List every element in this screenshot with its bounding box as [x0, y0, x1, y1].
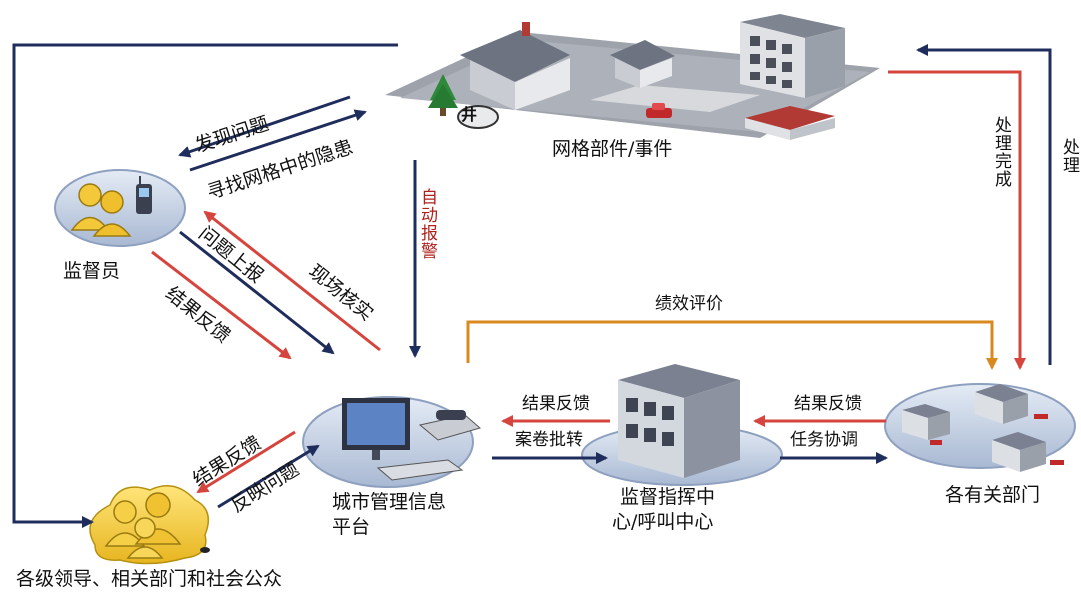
- people-icon: [104, 492, 182, 559]
- arrows: [12, 43, 1052, 528]
- arrow-verify: [203, 210, 381, 352]
- mobile-phone-icon: [136, 176, 152, 214]
- arrow-grid-to-public: [12, 43, 398, 528]
- public-label: 各级领导、相关部门和社会公众: [16, 568, 283, 590]
- manhole-mark: 井: [461, 105, 478, 124]
- platform-node: [302, 396, 482, 488]
- label-auto-alarm: 自动报警: [417, 188, 437, 260]
- supervisor-node: [54, 169, 186, 247]
- label-performance: 绩效评价: [655, 294, 723, 314]
- house-icon: [610, 40, 675, 88]
- grid-label: 网格部件/事件: [552, 138, 673, 160]
- arrow-performance: [466, 320, 998, 370]
- label-feedback-platform: 结果反馈: [522, 394, 590, 414]
- manhole-icon: [457, 105, 499, 129]
- departments-node: [884, 383, 1076, 472]
- arrow-feedback-supervisor: [151, 250, 292, 360]
- arrow-report: [179, 230, 335, 355]
- label-handle: 处理: [1059, 138, 1079, 174]
- telephone-icon: [418, 410, 482, 441]
- computer-icon: [342, 398, 464, 481]
- command-center-node: [581, 364, 783, 486]
- arrow-reflect: [217, 444, 320, 509]
- arrow-handle: [916, 44, 1052, 365]
- command-label-line1: 监督指挥中: [620, 486, 716, 508]
- label-done: 处理完成: [991, 116, 1011, 188]
- people-icon: [70, 183, 132, 237]
- office-building-icon: [618, 364, 740, 478]
- office-building-icon: [745, 106, 835, 140]
- label-coordinate: 任务协调: [790, 430, 858, 450]
- label-feedback-command: 结果反馈: [794, 394, 862, 414]
- office-building-icon: [902, 404, 950, 445]
- arrow-seek: [189, 109, 367, 172]
- grid-scene: [385, 14, 880, 140]
- arrow-done: [888, 70, 1026, 370]
- office-building-icon: [740, 14, 845, 98]
- label-transfer: 案卷批转: [515, 430, 583, 450]
- departments-label: 各有关部门: [945, 484, 1041, 506]
- platform-label-line1: 城市管理信息: [332, 491, 447, 513]
- supervisor-label: 监督员: [63, 260, 121, 282]
- public-node: [89, 485, 210, 565]
- arrow-discover: [178, 95, 351, 158]
- arrow-feedback-public: [196, 430, 296, 494]
- office-building-icon: [992, 432, 1064, 472]
- platform-label-line2: 平台: [332, 516, 371, 538]
- office-building-icon: [975, 384, 1048, 424]
- house-icon: [460, 22, 570, 110]
- tree-icon: [428, 74, 458, 116]
- command-label-line2: 心/呼叫中心: [612, 511, 714, 533]
- car-icon: [646, 103, 672, 118]
